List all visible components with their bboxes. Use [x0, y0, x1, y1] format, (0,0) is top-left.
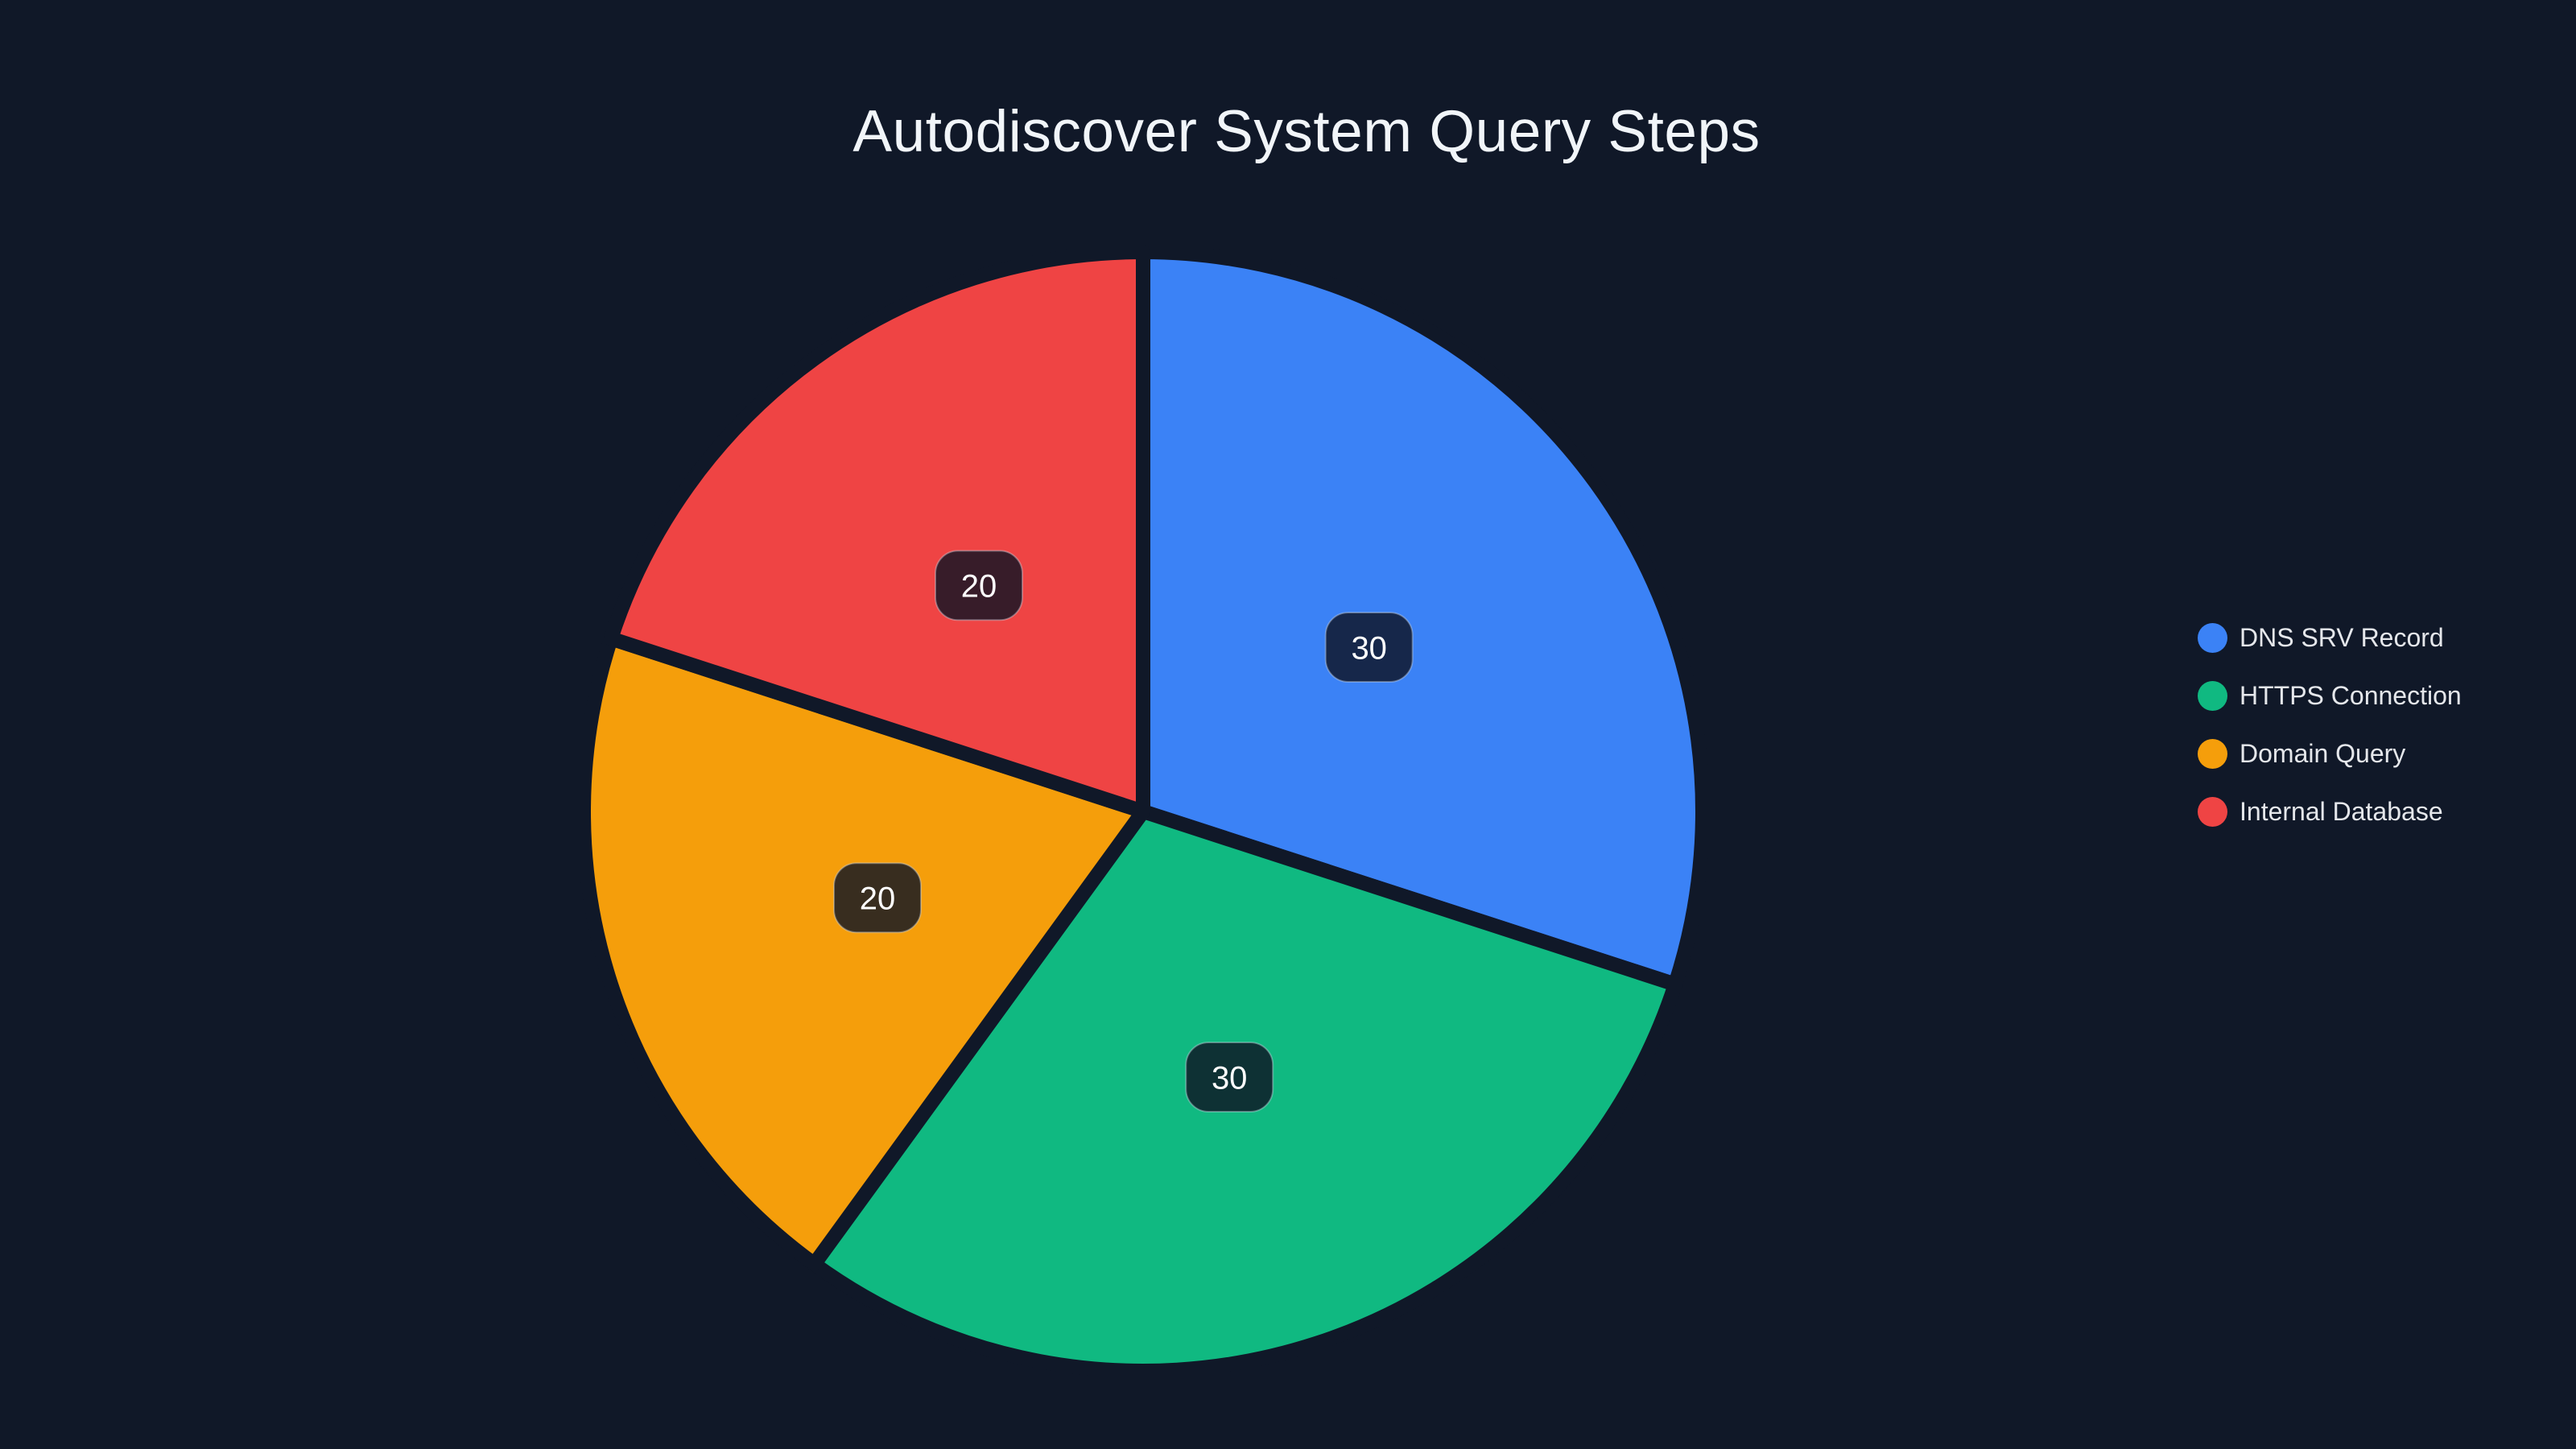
chart-title: Autodiscover System Query Steps [852, 99, 1761, 164]
slice-value-box [833, 862, 922, 934]
slice-value-label-domain-query: 20 [833, 862, 922, 934]
slice-value-box [1185, 1042, 1274, 1113]
legend-swatch-icon [2198, 797, 2227, 827]
slice-value-text: 30 [1351, 630, 1387, 666]
legend-swatch-icon [2198, 681, 2227, 711]
pie-slice-dns-srv-record[interactable] [1136, 245, 1710, 992]
slice-value-text: 20 [860, 881, 896, 917]
legend-item-https-connection[interactable]: HTTPS Connection [2198, 681, 2462, 711]
slice-value-label-https-connection: 30 [1185, 1042, 1274, 1113]
legend-item-dns-srv-record[interactable]: DNS SRV Record [2198, 623, 2462, 653]
legend-item-internal-database[interactable]: Internal Database [2198, 797, 2462, 827]
legend-label: HTTPS Connection [2240, 681, 2462, 710]
legend-swatch-icon [2198, 739, 2227, 769]
legend-label: Internal Database [2240, 797, 2443, 826]
slice-value-box [1324, 612, 1414, 683]
legend-swatch-icon [2198, 623, 2227, 653]
pie-slice-internal-database[interactable] [604, 245, 1150, 819]
legend-item-domain-query[interactable]: Domain Query [2198, 739, 2462, 769]
slice-value-label-dns-srv-record: 30 [1324, 612, 1414, 683]
slice-value-text: 20 [961, 569, 997, 605]
legend-label: Domain Query [2240, 739, 2406, 768]
legend-label: DNS SRV Record [2240, 623, 2444, 652]
slice-value-box [935, 550, 1023, 621]
slice-value-label-internal-database: 20 [935, 550, 1023, 621]
slice-value-text: 30 [1212, 1060, 1248, 1096]
pie-slice-domain-query[interactable] [576, 631, 1150, 1272]
